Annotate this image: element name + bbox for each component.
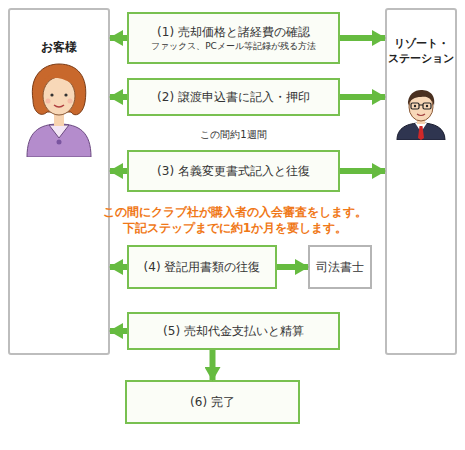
agent-box: 司法書士 <box>308 245 372 289</box>
party-name: お客様 <box>41 40 77 55</box>
process-box: (1) 売却価格と諸経費の確認ファックス、PCメール等記録が残る方法 <box>127 12 340 64</box>
staff-illustration <box>393 88 449 140</box>
flow-arrow <box>110 168 127 174</box>
step-text: (3) 名義変更書式記入と往復 <box>157 164 310 179</box>
review-note: 下記ステップまでに約1か月を要します。 <box>70 221 400 236</box>
party-name: リゾート・ステーション <box>387 36 455 66</box>
flow-arrow <box>340 94 385 100</box>
flow-arrow <box>340 168 385 174</box>
process-box: (5) 売却代金支払いと精算 <box>127 312 340 350</box>
step-note: ファックス、PCメール等記録が残る方法 <box>151 40 316 52</box>
step-text: (1) 売却価格と諸経費の確認 <box>157 25 310 40</box>
party-box: リゾート・ステーション <box>385 8 457 355</box>
party-box: お客様 <box>8 8 110 355</box>
step-text: (2) 譲渡申込書に記入・押印 <box>157 90 310 105</box>
flow-arrow <box>110 264 127 270</box>
flow-arrow <box>340 35 385 41</box>
step-text: (4) 登記用書類の往復 <box>144 260 261 275</box>
customer-illustration <box>19 62 99 157</box>
flow-arrow <box>110 35 127 41</box>
step-text: (5) 売却代金支払いと精算 <box>163 324 304 339</box>
flow-arrow <box>277 264 308 270</box>
process-box: (4) 登記用書類の往復 <box>127 245 277 289</box>
flow-arrow <box>210 350 216 380</box>
step-text: (6) 完了 <box>190 395 235 410</box>
process-box: (3) 名義変更書式記入と往復 <box>127 150 340 192</box>
flow-arrow <box>110 94 127 100</box>
end-box: (6) 完了 <box>125 380 300 424</box>
agent-name: 司法書士 <box>316 260 364 275</box>
review-note: この間にクラブ社が購入者の入会審査をします。 <box>70 205 400 220</box>
interval-note: この間約1週間 <box>127 128 340 142</box>
flow-arrow <box>110 328 127 334</box>
process-box: (2) 譲渡申込書に記入・押印 <box>127 78 340 116</box>
